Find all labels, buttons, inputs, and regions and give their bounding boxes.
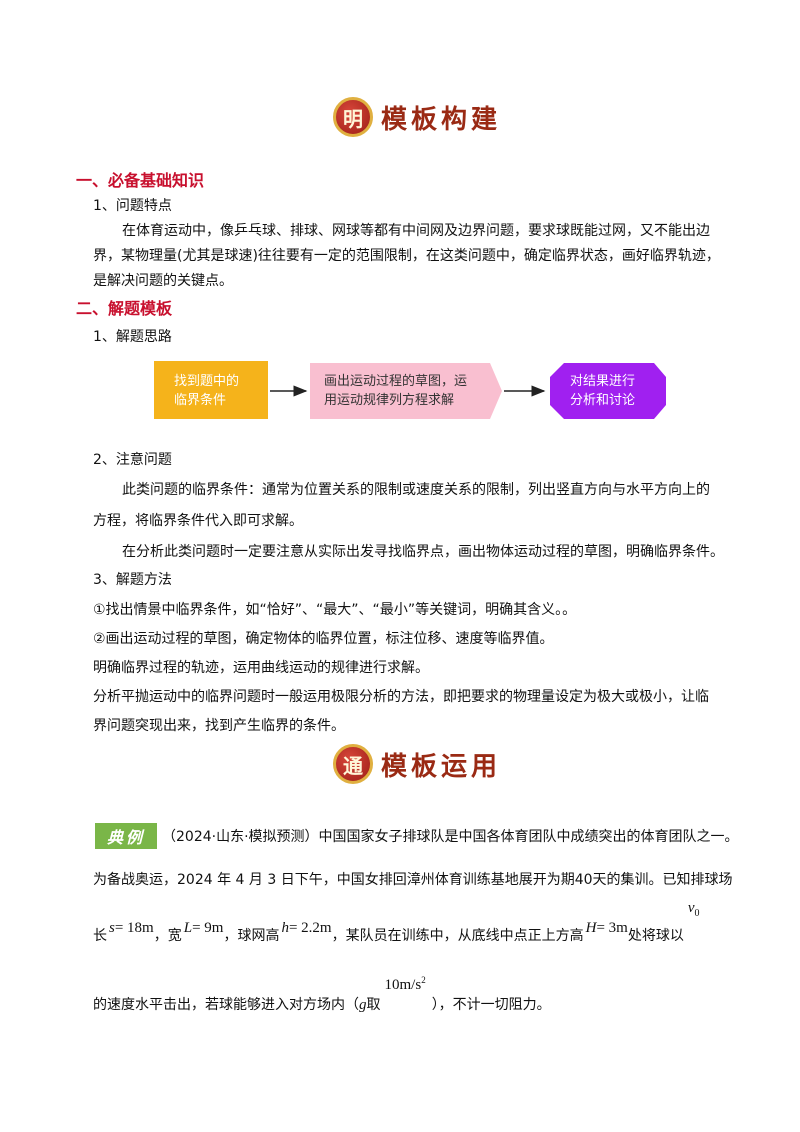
text-segment: 处将球以: [627, 928, 684, 944]
math-h: h= 2.2m: [281, 918, 331, 938]
section-banner-template-build: 明 模板构建: [333, 95, 501, 139]
flow-step-1-line2: 临界条件: [174, 392, 226, 408]
banner-title: 模板运用: [381, 751, 502, 782]
text-segment: ，球网高: [223, 928, 280, 944]
method-line: 明确临界过程的轨迹，运用曲线运动的规律进行求解。: [93, 660, 429, 676]
example-tag: 典例: [95, 823, 157, 849]
math-v0: v0: [688, 898, 700, 924]
flow-step-1-line1: 找到题中的: [174, 373, 239, 389]
math-var: v: [687, 900, 695, 916]
badge-icon: 通: [333, 744, 373, 784]
paragraph-line: 方程，将临界条件代入即可求解。: [93, 513, 303, 529]
banner-title: 模板构建: [381, 104, 502, 135]
flow-step-3-line1: 对结果进行: [570, 374, 635, 389]
math-val: = 3m: [596, 920, 628, 936]
text-segment: 的速度水平击出，若球能够进入对方场内（: [93, 997, 359, 1013]
text-segment: 取: [366, 997, 381, 1013]
item-heading: 1、解题思路: [93, 329, 172, 345]
flow-step-3: [550, 363, 666, 419]
solution-flow-diagram: 找到题中的 临界条件 画出运动过程的草图，运 用运动规律列方程求解 对结果进行 …: [154, 361, 666, 419]
flow-step-2: [310, 363, 502, 419]
math-g-value: 10m/s2: [385, 970, 426, 995]
flow-step-2-line2: 用运动规律列方程求解: [324, 392, 454, 408]
method-line: ②画出运动过程的草图，确定物体的临界位置，标注位移、速度等临界值。: [93, 631, 554, 647]
math-val: = 9m: [192, 920, 224, 936]
section-title: 一、必备基础知识: [76, 171, 205, 190]
math-val: 10m/s: [384, 977, 422, 993]
math-val: = 18m: [114, 920, 154, 936]
math-var: h: [281, 920, 289, 936]
method-line: ①找出情景中临界条件，如“恰好”、“最大”、“最小”等关键词，明确其含义。。: [93, 602, 577, 618]
math-var: H: [585, 920, 597, 936]
section-banner-template-use: 通 模板运用: [333, 742, 501, 786]
item-heading: 2、注意问题: [93, 452, 172, 468]
math-sup: 2: [421, 975, 426, 985]
math-H: H= 3m: [586, 918, 628, 938]
example-line-variables: 长 s= 18m ，宽 L= 9m ，球网高 h= 2.2m ，某队员在训练中，…: [93, 900, 700, 946]
method-line: 界问题突现出来，找到产生临界的条件。: [93, 718, 345, 734]
example-line-gravity: 的速度水平击出，若球能够进入对方场内（ g 取 10m/s2 ），不计一切阻力。: [93, 975, 551, 1015]
flow-step-2-line1: 画出运动过程的草图，运: [324, 373, 467, 389]
paragraph-line: 此类问题的临界条件：通常为位置关系的限制或速度关系的限制，列出竖直方向与水平方向…: [122, 482, 710, 498]
example-line: 为备战奥运，2024 年 4 月 3 日下午，中国女排回漳州体育训练基地展开为期…: [93, 872, 733, 888]
paragraph-line: 界，某物理量(尤其是球速)往往要有一定的范围限制，在这类问题中，确定临界状态，画…: [93, 248, 720, 264]
item-heading: 1、问题特点: [93, 198, 172, 214]
section-title: 二、解题模板: [76, 299, 173, 318]
paragraph-line: 是解决问题的关键点。: [93, 273, 233, 289]
badge-icon: 明: [333, 97, 373, 137]
paragraph-line: 在分析此类问题时一定要注意从实际出发寻找临界点，画出物体运动过程的草图，明确临界…: [122, 544, 724, 560]
method-line: 分析平抛运动中的临界问题时一般运用极限分析的方法，即把要求的物理量设定为极大或极…: [93, 689, 709, 705]
text-segment: ，某队员在训练中，从底线中点正上方高: [331, 928, 584, 944]
math-s: s= 18m: [109, 918, 154, 938]
math-val: = 2.2m: [288, 920, 332, 936]
math-var: s: [109, 920, 115, 936]
flow-step-3-line2: 分析和讨论: [570, 393, 635, 408]
paragraph-line: 在体育运动中，像乒乓球、排球、网球等都有中间网及边界问题，要求球既能过网，又不能…: [122, 223, 710, 239]
math-L: L= 9m: [184, 918, 224, 938]
example-line: （2024·山东·模拟预测）中国国家女子排球队是中国各体育团队中成绩突出的体育团…: [162, 829, 739, 845]
math-g: g: [359, 997, 367, 1013]
text-segment: ，宽: [153, 928, 182, 944]
text-segment: ），不计一切阻力。: [431, 997, 551, 1013]
text-segment: 长: [93, 928, 107, 944]
flow-step-1: [154, 361, 268, 419]
item-heading: 3、解题方法: [93, 572, 172, 588]
math-var: L: [183, 920, 193, 936]
math-sub: 0: [694, 908, 700, 919]
